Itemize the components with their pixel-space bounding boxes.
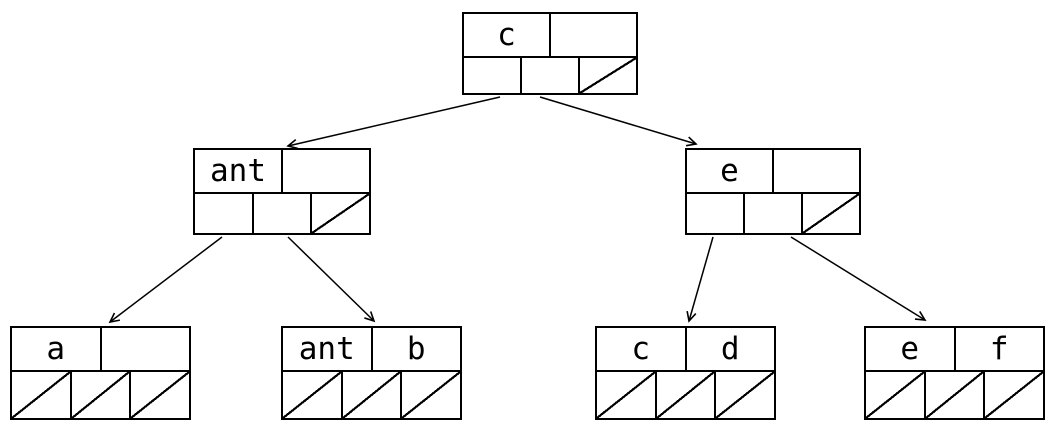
null-pointer-slash xyxy=(340,372,401,418)
key-label: f xyxy=(989,330,1009,367)
null-pointer-slash xyxy=(923,372,984,418)
null-pointer-slash xyxy=(597,372,655,418)
null-pointer-slash xyxy=(866,372,924,418)
tree-node-leaf-e-f: e f xyxy=(864,326,1045,420)
key-row: a xyxy=(12,328,189,372)
key-label: d xyxy=(720,330,740,367)
tree-node-ant: ant xyxy=(193,148,371,235)
key-cell: ant xyxy=(195,150,281,192)
null-pointer-slash xyxy=(801,194,859,233)
pointer-cell xyxy=(520,58,578,93)
key-row: ant b xyxy=(283,328,460,372)
pointer-row xyxy=(283,372,461,418)
key-cell: f xyxy=(953,328,1044,370)
null-pointer-slash xyxy=(578,58,636,93)
key-row: c d xyxy=(597,328,774,372)
edge-root-to-e xyxy=(539,96,698,147)
null-pointer-slash xyxy=(12,372,70,418)
key-cell: e xyxy=(866,328,954,370)
key-cell: a xyxy=(12,328,100,370)
key-label: ant xyxy=(210,152,266,189)
key-cell-empty xyxy=(549,14,636,56)
pointer-row xyxy=(464,58,636,93)
key-row: e xyxy=(687,150,859,194)
key-row: ant xyxy=(195,150,369,194)
null-pointer-slash xyxy=(654,372,715,418)
null-pointer-slash xyxy=(310,194,370,233)
null-pointer-slash xyxy=(714,372,775,418)
null-pointer-slash xyxy=(983,372,1044,418)
key-cell: e xyxy=(687,150,772,192)
pointer-row xyxy=(866,372,1044,418)
key-cell: d xyxy=(684,328,775,370)
key-label: e xyxy=(900,330,920,367)
pointer-cell xyxy=(743,194,801,233)
key-cell-empty xyxy=(99,328,190,370)
key-label: c xyxy=(497,16,516,53)
pointer-row xyxy=(597,372,775,418)
pointer-cell xyxy=(195,194,252,233)
null-pointer-slash xyxy=(69,372,130,418)
key-label: e xyxy=(720,152,739,189)
key-label: c xyxy=(631,330,651,367)
tree-node-leaf-c-d: c d xyxy=(595,326,776,420)
tree-node-e: e xyxy=(685,148,861,235)
pointer-row xyxy=(195,194,370,233)
edge-ant-to-leaf-ant-b xyxy=(287,236,376,323)
key-cell: b xyxy=(370,328,461,370)
key-label: a xyxy=(46,330,66,367)
pointer-cell xyxy=(464,58,520,93)
pointer-row xyxy=(12,372,190,418)
edge-root-to-ant xyxy=(286,96,501,150)
pointer-row xyxy=(687,194,859,233)
key-row: e f xyxy=(866,328,1043,372)
key-label: b xyxy=(406,330,426,367)
pointer-cell xyxy=(687,194,743,233)
edge-e-to-leaf-c-d xyxy=(686,236,714,323)
tree-node-root: c xyxy=(462,12,638,95)
key-cell-empty xyxy=(772,150,859,192)
key-cell-empty xyxy=(281,150,369,192)
tree-node-leaf-a: a xyxy=(10,326,191,420)
null-pointer-slash xyxy=(283,372,341,418)
pointer-cell xyxy=(251,194,311,233)
null-pointer-slash xyxy=(400,372,461,418)
null-pointer-slash xyxy=(129,372,190,418)
key-cell: ant xyxy=(283,328,371,370)
key-row: c xyxy=(464,14,636,58)
tree-node-leaf-ant-b: ant b xyxy=(281,326,462,420)
edge-ant-to-leaf-a xyxy=(108,236,223,324)
key-cell: c xyxy=(597,328,685,370)
key-cell: c xyxy=(464,14,549,56)
edge-e-to-leaf-e-f xyxy=(790,236,927,321)
key-label: ant xyxy=(298,330,355,367)
